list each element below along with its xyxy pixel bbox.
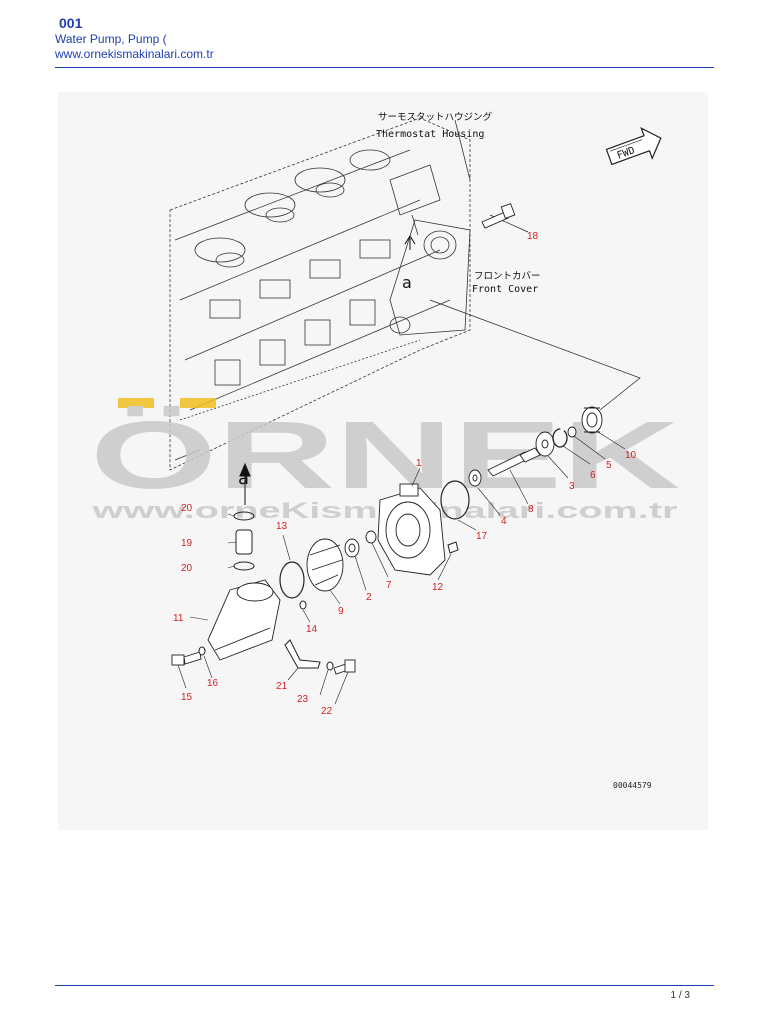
part-number-1: 1 [416, 458, 422, 469]
part-number-12: 12 [432, 582, 444, 593]
part-number-8: 8 [528, 504, 534, 515]
part-washer-23 [326, 661, 334, 671]
part-number-2: 2 [366, 592, 372, 603]
leader-lines [411, 214, 641, 411]
website-link[interactable]: www.ornekismakinalari.com.tr [55, 47, 214, 61]
thermostat-housing-label-jp: サーモスタットハウジング [378, 111, 493, 123]
page-number: 001 [59, 15, 83, 31]
ref-a-top-arrow [404, 235, 416, 250]
part-o-ring-13 [279, 561, 305, 599]
part-number-22: 22 [321, 706, 333, 717]
part-number-labels: 1 2 3 4 5 6 7 8 9 10 11 12 13 14 15 16 1… [173, 231, 637, 717]
part-number-23: 23 [297, 694, 309, 705]
part-bracket-21 [284, 639, 321, 669]
part-plate-4 [468, 469, 482, 487]
part-number-15: 15 [181, 692, 193, 703]
fwd-arrow-icon: FWD [605, 126, 662, 166]
part-number-16: 16 [207, 678, 219, 689]
part-leaders [177, 431, 626, 705]
part-number-21: 21 [276, 681, 288, 692]
part-number-7: 7 [386, 580, 392, 591]
part-number-20-top: 20 [181, 503, 193, 514]
part-number-11: 11 [173, 613, 184, 624]
part-o-ring-17 [440, 480, 470, 520]
part-plug-14 [299, 600, 307, 610]
part-number-10: 10 [625, 450, 637, 461]
part-bolt-12 [447, 541, 459, 554]
part-number-9: 9 [338, 606, 344, 617]
part-number-5: 5 [606, 460, 612, 471]
part-washer-7 [365, 530, 377, 544]
part-bolt-18 [481, 203, 516, 229]
part-flange-3 [535, 431, 555, 457]
part-number-4: 4 [501, 516, 507, 527]
part-number-6: 6 [590, 470, 596, 481]
part-shaft-8 [487, 447, 541, 477]
part-number-17: 17 [476, 531, 488, 542]
page-title: Water Pump, Pump ( [55, 32, 167, 46]
part-seal-2 [344, 538, 360, 558]
ref-a-bottom-arrow [239, 462, 251, 505]
part-elbow-housing-11 [207, 579, 281, 661]
part-bolt-22 [333, 659, 356, 675]
ref-a-top: a [402, 273, 412, 292]
part-number-20-bottom: 20 [181, 563, 193, 574]
header-divider [55, 67, 714, 68]
ref-a-bottom: a [238, 468, 249, 489]
part-o-ring-20-bottom [233, 561, 255, 571]
watermark-accent-bar-left [118, 398, 154, 408]
part-bolt-15 [171, 651, 202, 666]
front-cover-label-en: Front Cover [472, 284, 538, 295]
part-washer-16 [198, 646, 206, 656]
part-snap-ring-6 [552, 428, 568, 448]
document-header: 001 Water Pump, Pump ( www.ornekismakina… [55, 14, 214, 62]
drawing-code: 00044579 [613, 781, 652, 790]
front-cover-label-jp: フロントカバー [474, 271, 541, 282]
thermostat-housing-label-en: Thermostat Housing [376, 129, 484, 140]
part-number-3: 3 [569, 481, 575, 492]
engine-block-drawing [169, 117, 471, 471]
page-indicator: 1 / 3 [670, 990, 690, 1001]
part-pipe-19 [235, 529, 253, 555]
part-gear-10 [581, 406, 603, 434]
footer-divider [55, 985, 714, 986]
part-number-19: 19 [181, 538, 193, 549]
watermark-accent-bar-right [180, 398, 216, 408]
part-number-13: 13 [276, 521, 288, 532]
part-number-18: 18 [527, 231, 539, 242]
part-pump-body-1 [377, 483, 446, 576]
part-impeller-9 [306, 538, 344, 592]
part-nut-5 [567, 426, 577, 438]
part-number-14: 14 [306, 624, 318, 635]
